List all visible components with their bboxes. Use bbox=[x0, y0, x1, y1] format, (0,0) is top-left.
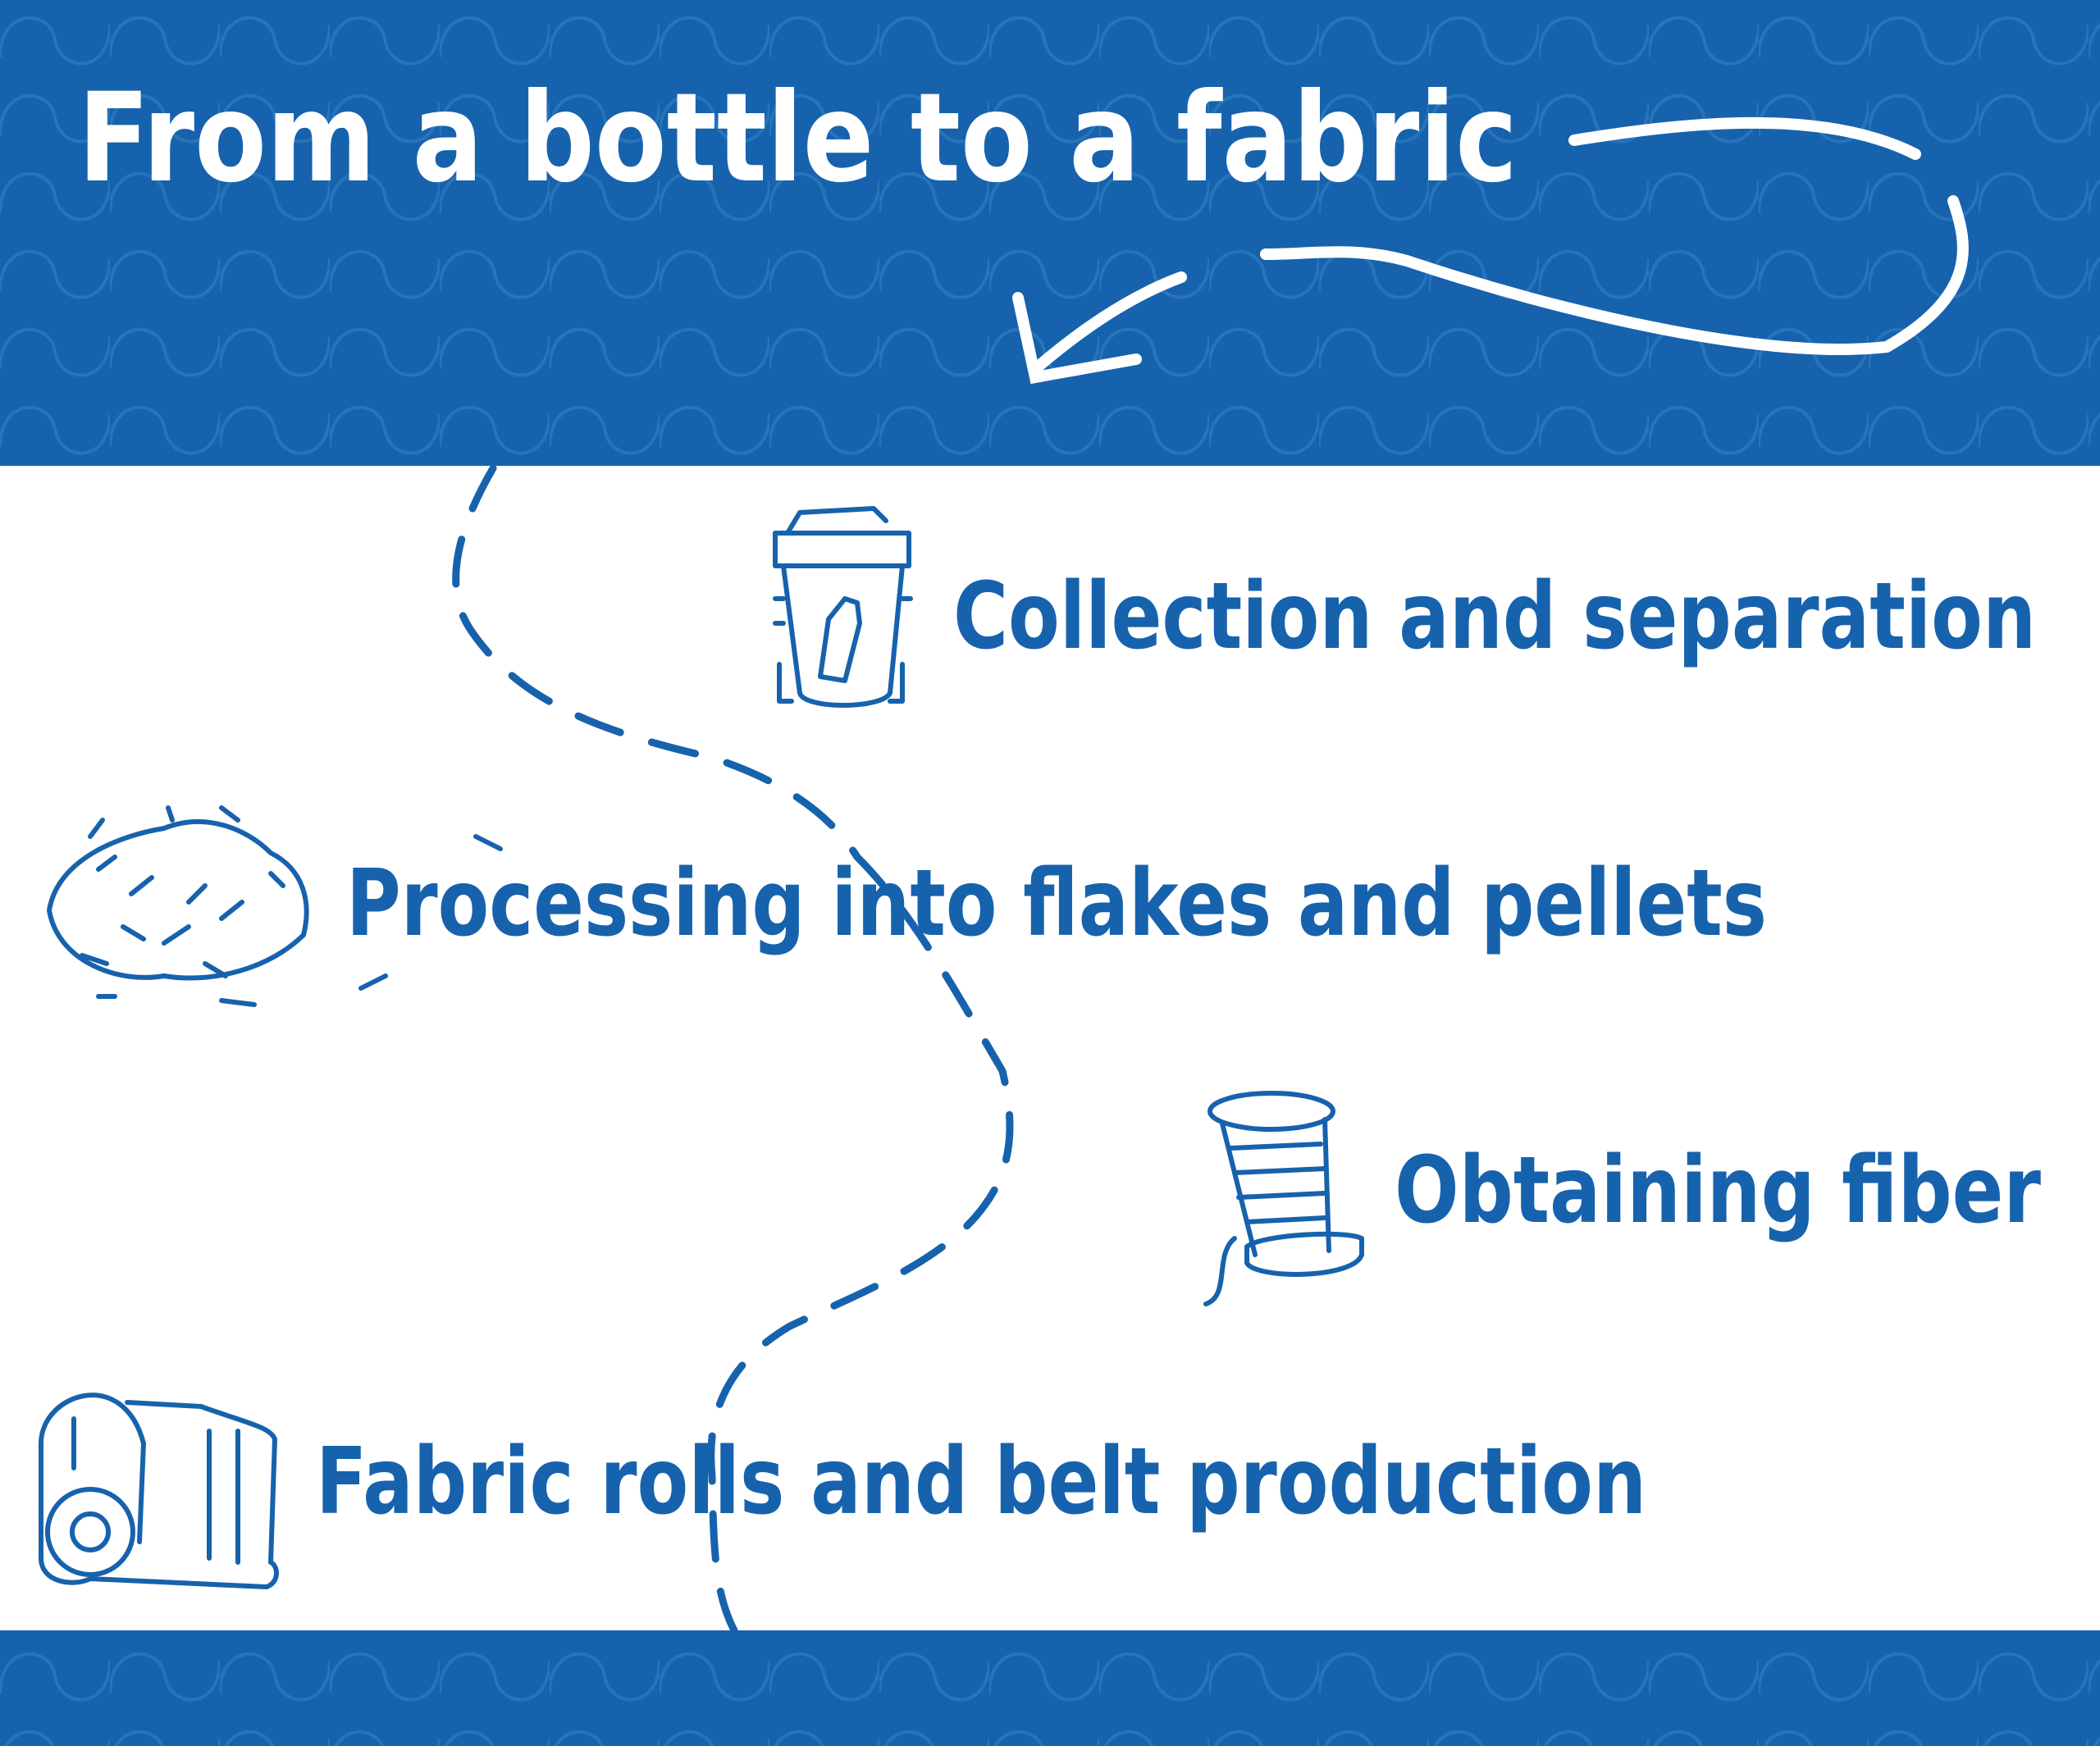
footer-band bbox=[0, 1630, 2100, 1746]
step-fabric-label: Fabric rolls and belt production bbox=[316, 1429, 1646, 1535]
page-title: From a bottle to a fabric bbox=[78, 67, 1518, 210]
recycling-bin-icon bbox=[773, 506, 913, 708]
fiber-spool-icon bbox=[1203, 1091, 1364, 1306]
step-processing-label: Processing into flakes and pellets bbox=[346, 850, 1767, 957]
fabric-roll-icon bbox=[39, 1393, 279, 1589]
dashed-route bbox=[452, 464, 1014, 1634]
header-band bbox=[0, 0, 2100, 466]
step-fiber-label: Obtaining fiber bbox=[1395, 1137, 2041, 1244]
flakes-pellets-icon bbox=[47, 805, 503, 1007]
swoosh-arrow-icon bbox=[1012, 116, 1969, 385]
step-collection-label: Collection and separation bbox=[953, 563, 2036, 670]
